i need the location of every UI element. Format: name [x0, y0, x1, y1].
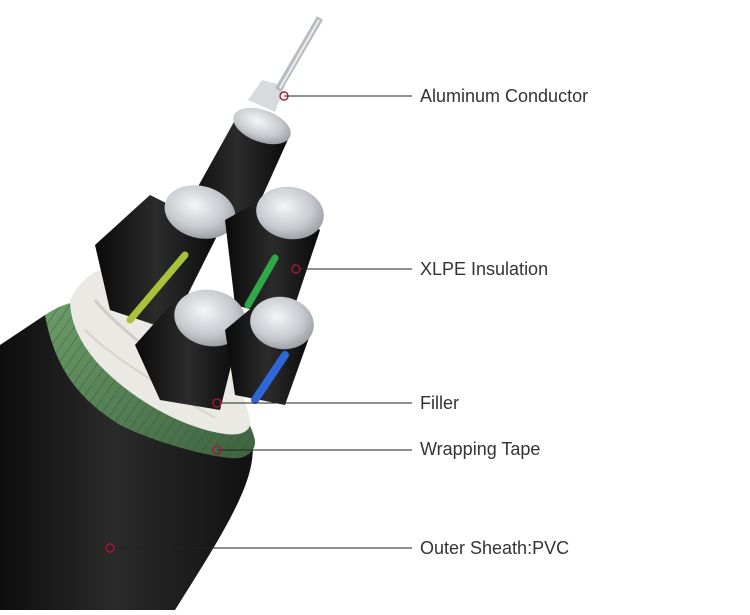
label-xlpe-insulation: XLPE Insulation: [420, 259, 549, 279]
callout-lines: [105, 91, 412, 553]
label-wrapping-tape: Wrapping Tape: [420, 439, 541, 459]
label-outer-sheath: Outer Sheath:PVC: [420, 538, 570, 558]
label-filler: Filler: [420, 393, 459, 413]
label-aluminum-conductor: Aluminum Conductor: [420, 86, 589, 106]
